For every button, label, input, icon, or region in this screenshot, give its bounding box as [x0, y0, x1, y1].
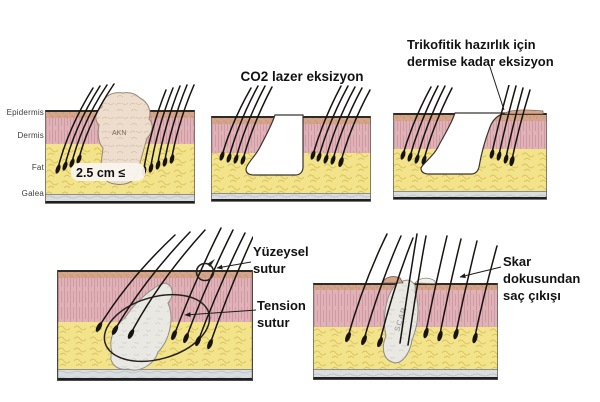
leader-trichophytic	[488, 63, 505, 111]
hairs-right	[423, 235, 498, 344]
hairs-left	[55, 83, 115, 174]
label-superficial-suture: Yüzeysel sutur	[253, 244, 309, 278]
layer-label-fat: Fat	[31, 163, 44, 172]
label-line: saç çıkışı	[503, 287, 561, 303]
panel-co2-excision	[211, 85, 371, 202]
annotation-line: dermise kadar eksizyon	[407, 53, 554, 69]
scar-flap-right	[414, 277, 436, 284]
label-line: Yüzeysel	[253, 244, 309, 259]
panel-akn-lesion: AKN 2.5 cm ≤	[45, 83, 195, 204]
annotation-line: Trikofitik hazırlık için	[407, 37, 536, 52]
hairs-right	[489, 85, 531, 167]
hairs-left	[345, 233, 414, 348]
label-line: Tension	[257, 298, 306, 313]
label-tension-suture: Tension sutur	[257, 298, 306, 332]
lesion-label: AKN	[112, 130, 126, 137]
leader-scar-hair	[459, 266, 502, 279]
panel-suture-closure	[57, 227, 253, 381]
panel-trichophytic-excision	[393, 85, 547, 200]
panel2-title: CO2 lazer eksizyon	[240, 69, 364, 84]
label-line: sutur	[257, 314, 290, 330]
excision-trough	[245, 114, 304, 176]
label-line: dokusundan	[503, 270, 581, 286]
hairs-right	[310, 85, 371, 167]
label-scar-hair-growth: Skar dokusundan saç çıkışı	[503, 254, 580, 305]
scar-tissue	[110, 282, 173, 371]
hairs-left	[219, 85, 273, 165]
measurement-backplate	[71, 163, 145, 181]
panel-healed-scar: SCAR	[313, 233, 498, 380]
layer-label-epidermis: Epidermis	[6, 108, 44, 117]
hairs-right	[141, 84, 195, 176]
measurement-label: 2.5 cm ≤	[76, 166, 125, 180]
superficial-suture-loop	[195, 259, 215, 282]
hairs-right	[171, 227, 253, 350]
annotation-trichophytic: Trikofitik hazırlık için dermise kadar e…	[407, 37, 554, 71]
excision-trough-beveled	[420, 112, 506, 175]
leader-superficial-suture	[216, 261, 252, 270]
label-line: Skar	[503, 254, 532, 269]
layer-label-dermis: Dermis	[17, 131, 44, 140]
hairs-left	[400, 85, 453, 165]
akn-lesion-mass	[95, 92, 153, 185]
hairs-through-scar	[399, 233, 427, 346]
hairs-left	[95, 229, 206, 339]
leader-tension-suture	[184, 309, 257, 318]
layer-label-galea: Galea	[21, 189, 44, 198]
label-line: sutur	[253, 260, 286, 276]
